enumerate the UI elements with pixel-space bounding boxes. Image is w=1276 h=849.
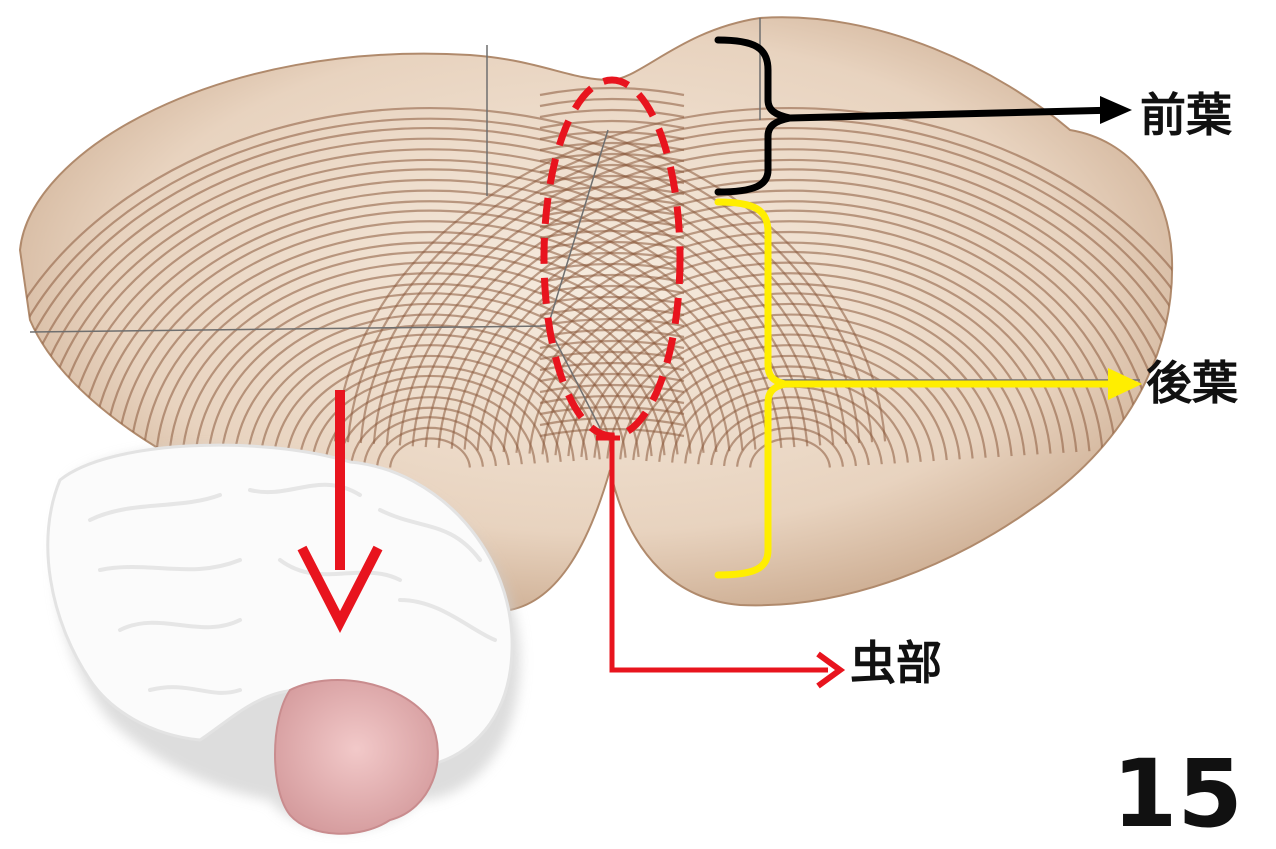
vermis-label: 虫部 [850,640,942,686]
brainstem-cerebellum [275,680,438,834]
posterior-lobe-label: 後葉 [1146,360,1238,406]
anterior-lobe-label: 前葉 [1140,92,1232,138]
page-number: 15 [1112,748,1243,842]
